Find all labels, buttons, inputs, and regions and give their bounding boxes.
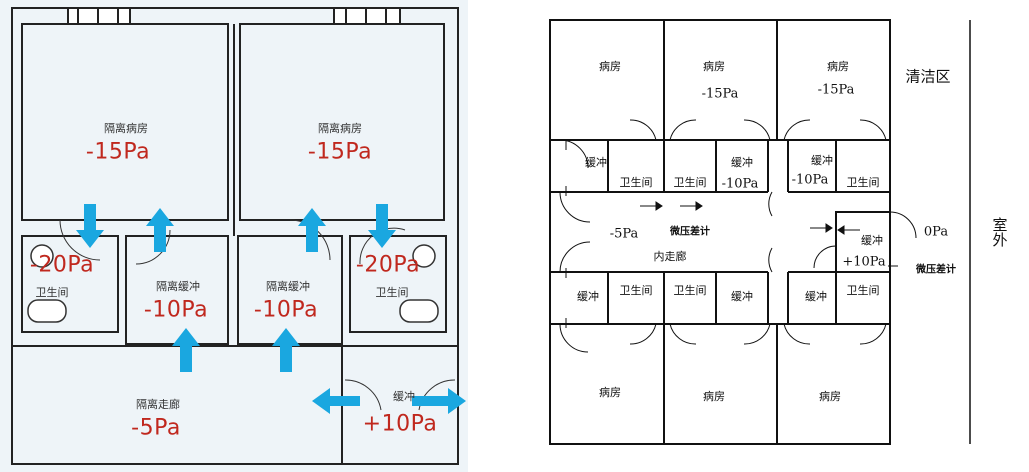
bathroom-top-3-label: 卫生间	[846, 176, 880, 189]
ward-bottom-3-label: 病房	[819, 390, 841, 403]
ward-2-pressure: -15Pa	[307, 139, 373, 165]
door-arc-buffer1	[135, 229, 171, 265]
airflow-arrow-entry-to-outside	[412, 388, 466, 414]
entry-buffer-label: 缓冲	[861, 234, 883, 247]
buffer-bottom-3-label: 缓冲	[805, 290, 827, 303]
right-plan-drawing	[549, 19, 971, 445]
ward-2-walls	[239, 23, 445, 221]
corridor-label: 隔离走廊	[136, 398, 180, 411]
buffer-top-3-pressure: -10Pa	[791, 172, 829, 188]
buffer-top-1-label: 缓冲	[585, 156, 607, 169]
outdoor-label: 室外	[990, 217, 1009, 247]
bathroom-1-walls	[21, 235, 119, 333]
toilet-1	[27, 299, 67, 323]
bathroom-top-1-label: 卫生间	[619, 176, 653, 189]
buffer-2-label: 隔离缓冲	[266, 280, 310, 293]
buffer-bottom-2-label: 缓冲	[731, 290, 753, 303]
corridor-label: 内走廊	[653, 250, 687, 263]
ward-top-3-pressure: -15Pa	[817, 82, 855, 98]
airflow-arrow-buffer2-to-ward	[298, 208, 326, 252]
gauge-label-corridor: 微压差计	[670, 226, 710, 238]
bathroom-1-pressure: -20Pa	[29, 252, 95, 278]
sink-1	[30, 244, 54, 268]
airflow-arrow-ward1-to-bath	[76, 204, 104, 248]
left-floor-plan: 隔离病房 -15Pa 隔离病房 -15Pa -20Pa 卫生间 -20Pa 卫生…	[0, 0, 468, 472]
airflow-arrow-corridor-to-buffer1	[172, 328, 200, 372]
buffer-1-pressure: -10Pa	[143, 297, 209, 323]
bathroom-2-walls	[349, 235, 447, 333]
bathroom-1-label: 卫生间	[35, 286, 69, 299]
bathroom-bottom-3-label: 卫生间	[846, 284, 880, 297]
ward-1-pressure: -15Pa	[85, 139, 151, 165]
bathroom-top-2-label: 卫生间	[673, 176, 707, 189]
ward-bottom-1-label: 病房	[599, 386, 621, 399]
door-arc-ward2	[289, 219, 331, 261]
ward-1-label: 隔离病房	[104, 122, 148, 135]
outer-wall	[11, 7, 459, 465]
right-floor-plan: 病房 病房 -15Pa 病房 -15Pa 缓冲 卫生间 卫生间 缓冲 -10Pa…	[530, 0, 1029, 472]
corridor-pressure: -5Pa	[131, 415, 181, 441]
airflow-arrow-ward2-to-bath	[368, 204, 396, 248]
gauge-label-entry: 微压差计	[916, 264, 956, 276]
buffer-bottom-1-label: 缓冲	[577, 290, 599, 303]
corridor-pressure: -5Pa	[609, 226, 639, 242]
ward-top-3-label: 病房	[827, 60, 849, 73]
bathroom-2-pressure: -20Pa	[355, 252, 421, 278]
ward-2-label: 隔离病房	[318, 122, 362, 135]
buffer-2-pressure: -10Pa	[253, 297, 319, 323]
ward-bottom-2-label: 病房	[703, 390, 725, 403]
left-plan-drawing	[11, 7, 466, 465]
ward-top-1-label: 病房	[599, 60, 621, 73]
bathroom-2-label: 卫生间	[375, 286, 409, 299]
sink-2	[412, 244, 436, 268]
door-arc-ward1	[59, 219, 101, 261]
door-arc-entry-in	[344, 379, 382, 411]
buffer-top-3-label: 缓冲	[811, 154, 833, 167]
outside-pressure: 0Pa	[923, 224, 949, 240]
ward-1-walls	[21, 23, 229, 221]
bathroom-bottom-1-label: 卫生间	[619, 284, 653, 297]
entry-buffer-label: 缓冲	[393, 390, 415, 403]
entry-buffer-walls	[835, 211, 891, 273]
ward-top-2-pressure: -15Pa	[701, 86, 739, 102]
bathroom-bottom-2-label: 卫生间	[673, 284, 707, 297]
buffer-1-label: 隔离缓冲	[156, 280, 200, 293]
entry-buffer-pressure: +10Pa	[842, 254, 886, 270]
airflow-arrow-entry-to-corridor	[312, 388, 360, 414]
ward-top-2-label: 病房	[703, 60, 725, 73]
toilet-2	[399, 299, 439, 323]
airflow-arrow-corridor-to-buffer2	[272, 328, 300, 372]
airflow-arrow-buffer1-to-ward	[146, 208, 174, 252]
buffer-top-2-pressure: -10Pa	[721, 176, 759, 192]
entry-buffer-pressure: +10Pa	[362, 411, 438, 437]
clean-zone-label: 清洁区	[905, 67, 951, 86]
buffer-top-2-label: 缓冲	[731, 156, 753, 169]
